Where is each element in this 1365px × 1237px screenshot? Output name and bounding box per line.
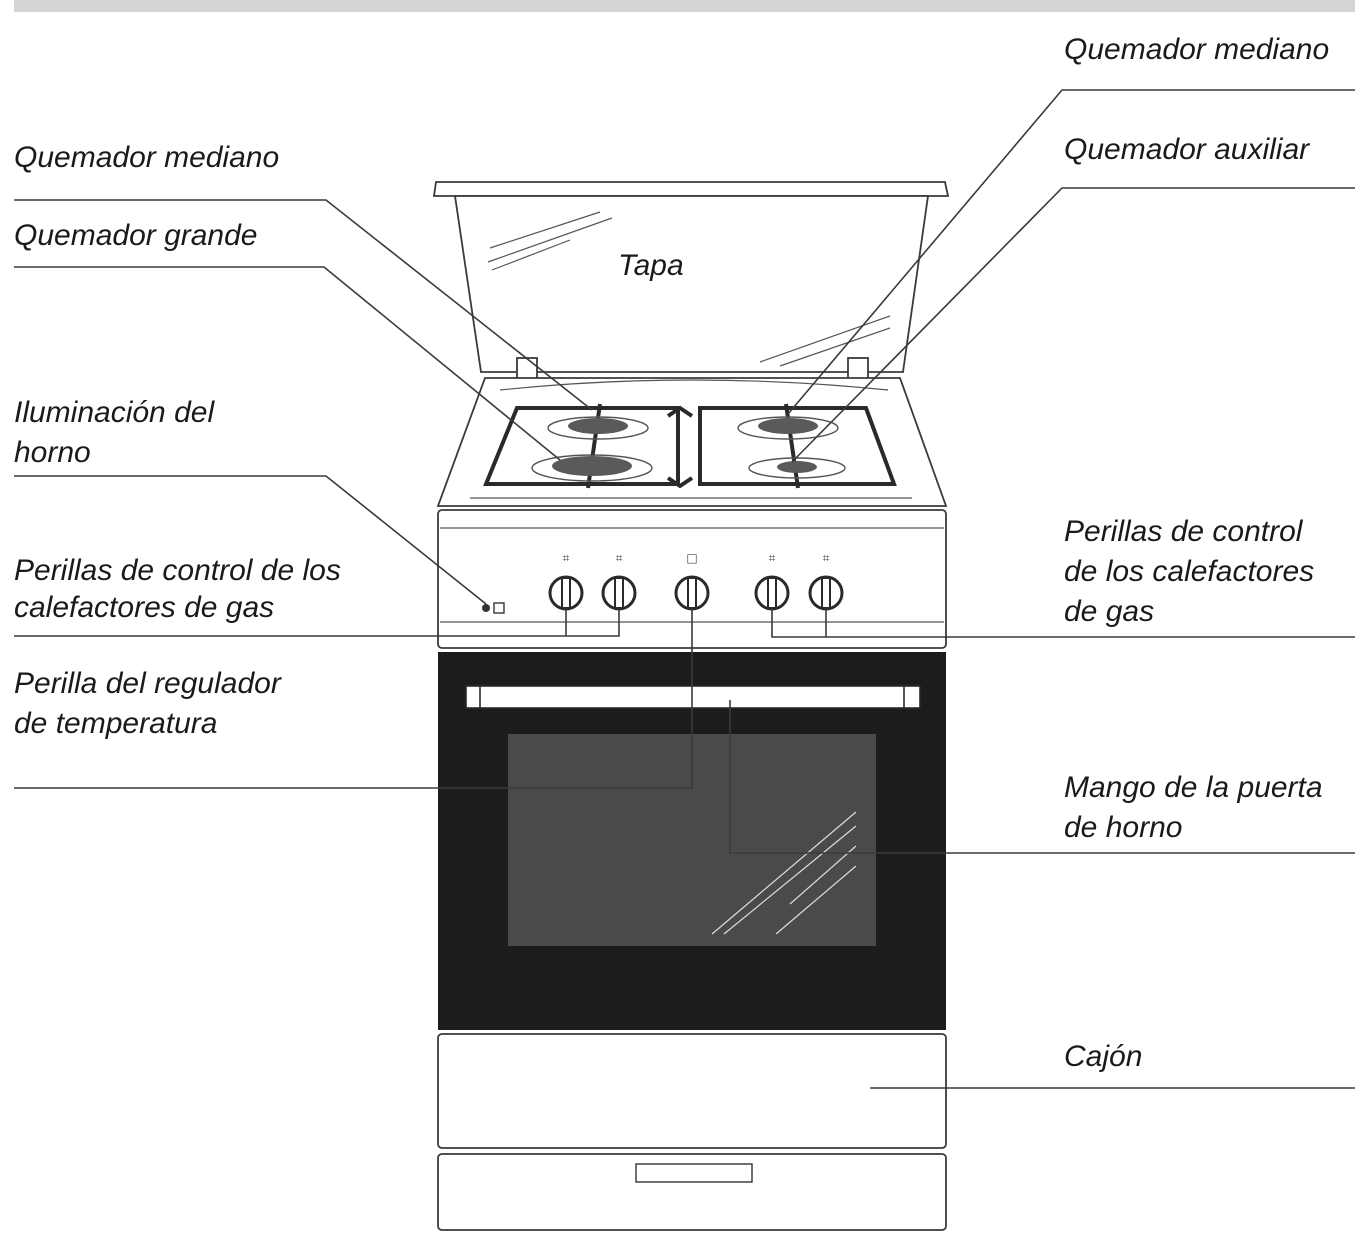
label-cajon: Cajón bbox=[1064, 1040, 1143, 1073]
label-quemador-mediano-right: Quemador mediano bbox=[1064, 33, 1330, 66]
label-line: Perilla del regulador bbox=[14, 667, 281, 700]
svg-text:⌗: ⌗ bbox=[563, 551, 570, 565]
label-mango-puerta: Mango de la puerta de horno bbox=[1064, 768, 1323, 848]
svg-text:⌗: ⌗ bbox=[616, 551, 623, 565]
drawer-handle bbox=[635, 1163, 753, 1183]
label-line: Iluminación del bbox=[14, 396, 215, 429]
label-line: calefactores de gas bbox=[14, 591, 275, 624]
label-perillas-gas-left: Perillas de control de los calefactores … bbox=[14, 552, 341, 626]
oven-light-switch bbox=[482, 602, 505, 614]
label-line: de horno bbox=[1064, 811, 1183, 844]
label-quemador-auxiliar: Quemador auxiliar bbox=[1064, 133, 1310, 166]
label-perilla-regulador: Perilla del regulador de temperatura bbox=[14, 664, 281, 744]
label-line: Perillas de control bbox=[1064, 515, 1303, 548]
burner-large bbox=[531, 454, 653, 482]
label-iluminacion-horno: Iluminación del horno bbox=[14, 393, 214, 473]
label-line: de los calefactores bbox=[1064, 555, 1315, 588]
control-panel: ⌗ ⌗ □ ⌗ ⌗ bbox=[437, 509, 947, 649]
burner-medium-left bbox=[547, 416, 649, 440]
label-line: de temperatura bbox=[14, 707, 218, 740]
label-line: de gas bbox=[1064, 595, 1155, 628]
label-quemador-mediano-left: Quemador mediano bbox=[14, 141, 280, 174]
cooktop bbox=[436, 377, 948, 507]
svg-text:⌗: ⌗ bbox=[823, 551, 830, 565]
label-line: Mango de la puerta bbox=[1064, 771, 1323, 804]
svg-text:□: □ bbox=[686, 551, 697, 565]
drawer bbox=[437, 1033, 947, 1231]
knob-burner-4: ⌗ bbox=[808, 551, 844, 611]
lid bbox=[432, 181, 950, 385]
burner-medium-right bbox=[737, 416, 839, 440]
top-banner bbox=[14, 0, 1355, 12]
label-line: Perillas de control de los bbox=[14, 554, 341, 587]
oven-door-handle bbox=[465, 685, 921, 709]
knob-burner-3: ⌗ bbox=[754, 551, 790, 611]
leader-lines bbox=[14, 89, 1355, 1089]
label-tapa: Tapa bbox=[618, 249, 684, 282]
svg-text:⌗: ⌗ bbox=[769, 551, 776, 565]
label-perillas-gas-right: Perillas de control de los calefactores … bbox=[1064, 512, 1314, 632]
label-quemador-grande: Quemador grande bbox=[14, 219, 258, 252]
label-line: horno bbox=[14, 436, 91, 469]
